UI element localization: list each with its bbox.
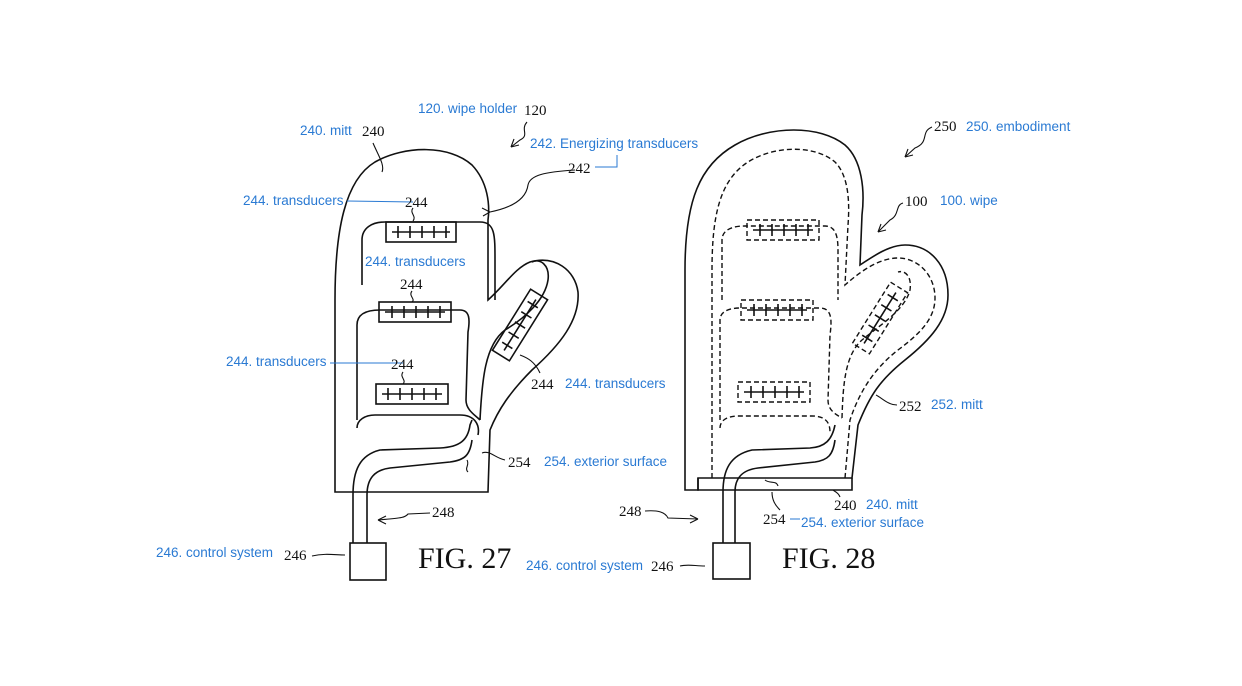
- note-transducers-4: 244. transducers: [565, 376, 666, 391]
- blue-leader-242: [595, 155, 617, 167]
- ref-250: 250: [934, 119, 957, 135]
- fig28-transducer-top: [747, 220, 819, 240]
- fig27-control-box: [350, 543, 386, 580]
- note-mitt-252: 252. mitt: [931, 397, 983, 412]
- fig28-transducer-thumb: [852, 282, 907, 354]
- leader-246: [312, 554, 345, 556]
- ref-120: 120: [524, 103, 547, 119]
- ref-240: 240: [362, 124, 385, 140]
- fig28-caption: FIG. 28: [782, 542, 875, 575]
- leader-250: [905, 127, 932, 157]
- note-mitt-240: 240. mitt: [300, 123, 352, 138]
- ref-242: 242: [568, 161, 591, 177]
- fig27-cable-path: [353, 420, 472, 543]
- leader-248b: [645, 511, 698, 519]
- mark-254b: [765, 480, 778, 486]
- fig28-inner-thumb: [842, 272, 910, 418]
- leader-120: [511, 122, 527, 147]
- note-wipe-holder: 120. wipe holder: [418, 101, 518, 116]
- ref-244-middle: 244: [400, 277, 423, 293]
- leader-240: [373, 143, 383, 172]
- ref-254-b: 254: [763, 512, 786, 528]
- ref-252: 252: [899, 399, 922, 415]
- ref-244-top: 244: [405, 195, 428, 211]
- leader-246b: [680, 565, 705, 566]
- note-embodiment: 250. embodiment: [966, 119, 1071, 134]
- ref-248-b: 248: [619, 504, 642, 520]
- fig28-transducer-lower: [738, 382, 810, 402]
- leader-252: [876, 395, 897, 405]
- leader-240b: [833, 490, 840, 497]
- ref-100: 100: [905, 194, 928, 210]
- leader-254b: [772, 492, 780, 510]
- ref-244-lower: 244: [391, 357, 414, 373]
- leader-244c: [402, 372, 404, 384]
- fig27-caption: FIG. 27: [418, 542, 511, 575]
- ref-246: 246: [284, 548, 307, 564]
- fig27-inner-lower: [357, 415, 478, 435]
- note-wipe: 100. wipe: [940, 193, 998, 208]
- fig27-inner-thumb: [480, 261, 548, 420]
- fig28-inner-lower: [720, 416, 830, 432]
- ref-240-b: 240: [834, 498, 857, 514]
- note-mitt-240-b: 240. mitt: [866, 497, 918, 512]
- note-transducers-1: 244. transducers: [243, 193, 344, 208]
- leader-242: [490, 170, 575, 212]
- note-control-system-2: 246. control system: [526, 558, 643, 573]
- fig28-control-box: [713, 543, 750, 579]
- note-control-system-1: 246. control system: [156, 545, 273, 560]
- note-transducers-2: 244. transducers: [365, 254, 466, 269]
- note-energizing-transducers: 242. Energizing transducers: [530, 136, 698, 151]
- fig27-transducer-top: [386, 222, 456, 242]
- note-exterior-surface-b: 254. exterior surface: [801, 515, 924, 530]
- fig28-mitt-outline: [685, 130, 948, 490]
- note-exterior-surface: 254. exterior surface: [544, 454, 667, 469]
- ref-254: 254: [508, 455, 531, 471]
- ref-244-thumb: 244: [531, 377, 554, 393]
- fig28-base-band: [698, 478, 852, 490]
- fig28-inner-top: [722, 226, 838, 300]
- leader-244d: [520, 355, 540, 373]
- ref-248: 248: [432, 505, 455, 521]
- note-transducers-3: 244. transducers: [226, 354, 327, 369]
- blue-leader-244a: [347, 201, 413, 202]
- leader-254: [482, 452, 505, 460]
- mark-254: [467, 460, 468, 472]
- fig28-inner-middle: [720, 308, 842, 420]
- fig28-transducer-middle: [741, 300, 813, 320]
- ref-246-b: 246: [651, 559, 674, 575]
- fig27-transducer-lower: [376, 384, 448, 404]
- leader-100: [878, 203, 903, 232]
- fig27-transducer-middle: [379, 302, 451, 322]
- fig28-wipe-outline: [712, 149, 935, 478]
